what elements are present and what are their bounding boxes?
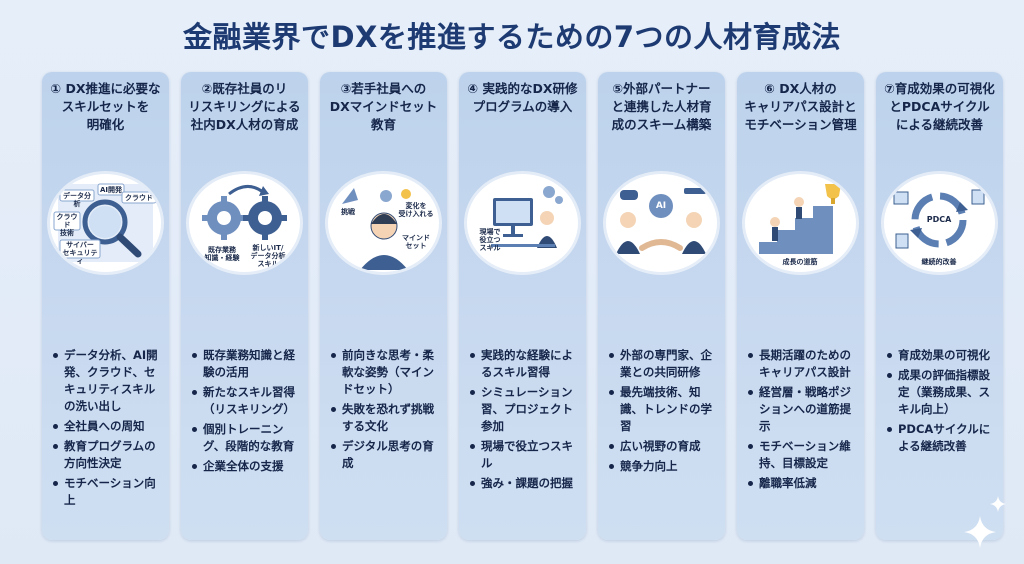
column-2: ②既存社員のリ リスキリングによる 社内DX人材の育成 既存業務 知識・経験: [181, 72, 308, 540]
list-item: 長期活躍のためのキャリアパス設計: [747, 347, 859, 381]
list-item: 広い視野の育成: [608, 438, 720, 455]
gears-icon: [202, 185, 287, 240]
label-continuous-improvement: 継続的改善: [921, 258, 957, 266]
label-cloud-tech: クラウド 技術: [56, 213, 78, 237]
label-accept-change: 変化を 受け入れる: [398, 202, 434, 218]
label-practical-skills: 現場で 役立つ スキル: [479, 228, 501, 252]
list-item: モチベーション維持、目標設定: [747, 438, 859, 472]
bullet-list: 外部の専門家、企業との共同研修 最先端技術、知識、トレンドの学習 広い視野の育成…: [608, 347, 720, 478]
label-growth-path: 成長の道筋: [782, 258, 818, 266]
training-illustration: 現場で 役立つ スキル: [467, 174, 578, 272]
column-heading: ④ 実践的なDX研修 プログラムの導入: [467, 81, 578, 114]
list-item: 個別トレーニング、段階的な教育: [191, 421, 303, 455]
label-pdca: PDCA: [926, 215, 952, 224]
list-item: 離職率低減: [747, 475, 859, 492]
list-item: 最先端技術、知識、トレンドの学習: [608, 384, 720, 435]
reskilling-illustration: 既存業務 知識・経験 新しいIT/ データ分析 スキル: [189, 174, 300, 272]
label-challenge: 挑戦: [341, 208, 355, 216]
columns-container: ① DX推進に必要な スキルセットを 明確化 データ分析 AI開発 クラウド ク…: [42, 72, 1003, 540]
column-5: ⑤外部パートナー と連携した人材育 成のスキーム構築 AI 外部の専門家、企業と…: [598, 72, 725, 540]
list-item: シミュレーション習、プロジェクト参加: [469, 384, 581, 435]
mindset-illustration: 挑戦 変化を 受け入れる マインド セット: [328, 174, 439, 272]
list-item: PDCAサイクルによる継続改善: [886, 421, 998, 455]
bullet-list: 実践的な経験によるスキル習得 シミュレーション習、プロジェクト参加 現場で役立つ…: [469, 347, 581, 495]
handshake-icon: [616, 188, 706, 254]
label-new-skills: 新しいIT/ データ分析 スキル: [250, 244, 286, 268]
list-item: 競争力向上: [608, 458, 720, 475]
bullet-list: 前向きな思考・柔軟な姿勢（マインドセット） 失敗を恐れず挑戦する文化 デジタル思…: [330, 347, 442, 475]
sparkle-icon: [964, 496, 1006, 548]
list-item: 企業全体の支援: [191, 458, 303, 475]
list-item: 実践的な経験によるスキル習得: [469, 347, 581, 381]
list-item: 経営層・戦略ポジションへの道筋提示: [747, 384, 859, 435]
column-heading: ③若手社員への DXマインドセット 教育: [329, 81, 438, 132]
label-existing-knowledge: 既存業務 知識・経験: [204, 246, 240, 262]
column-heading: ②既存社員のリ リスキリングによる 社内DX人材の育成: [188, 81, 301, 132]
magnifier-icon: [53, 183, 157, 262]
list-item: 前向きな思考・柔軟な姿勢（マインドセット）: [330, 347, 442, 398]
column-heading: ⑤外部パートナー と連携した人材育 成のスキーム構築: [611, 81, 712, 132]
stairs-trophy-icon: [759, 184, 841, 254]
column-1: ① DX推進に必要な スキルセットを 明確化 データ分析 AI開発 クラウド ク…: [42, 72, 169, 540]
label-mindset: マインド セット: [402, 234, 430, 250]
column-heading: ① DX推進に必要な スキルセットを 明確化: [50, 81, 161, 132]
label-ai: AI: [655, 201, 667, 211]
list-item: 失敗を恐れず挑戦する文化: [330, 401, 442, 435]
column-heading: ⑥ DX人材の キャリアパス設計と モチベーション管理: [744, 81, 857, 132]
column-heading: ⑦育成効果の可視化 とPDCAサイクル による継続改善: [884, 81, 995, 132]
pdca-illustration: PDCA 継続的改善: [884, 174, 995, 272]
bullet-list: データ分析、AI開発、クラウド、セキュリティスキルの洗い出し 全社員への周知 教…: [52, 347, 164, 512]
person-rocket-icon: [342, 188, 411, 270]
label-data-analysis: データ分析: [63, 192, 91, 208]
list-item: 外部の専門家、企業との共同研修: [608, 347, 720, 381]
list-item: 既存業務知識と経験の活用: [191, 347, 303, 381]
pdca-cycle-icon: [893, 189, 985, 249]
bullet-list: 長期活躍のためのキャリアパス設計 経営層・戦略ポジションへの道筋提示 モチベーシ…: [747, 347, 859, 495]
list-item: 教育プログラムの方向性決定: [52, 438, 164, 472]
column-7: ⑦育成効果の可視化 とPDCAサイクル による継続改善 PDCA 継続的改善 育…: [876, 72, 1003, 540]
column-4: ④ 実践的なDX研修 プログラムの導入 現場で 役立つ スキル 実践的な経験によ…: [459, 72, 586, 540]
label-cybersecurity: サイバー セキュリティ: [62, 241, 98, 265]
bullet-list: 育成効果の可視化 成果の評価指標設定（業務成果、スキル向上） PDCAサイクルに…: [886, 347, 998, 458]
list-item: 成果の評価指標設定（業務成果、スキル向上）: [886, 367, 998, 418]
list-item: 全社員への周知: [52, 418, 164, 435]
column-6: ⑥ DX人材の キャリアパス設計と モチベーション管理 成長の道筋 長期活躍のた…: [737, 72, 864, 540]
list-item: デジタル思考の育成: [330, 438, 442, 472]
bullet-list: 既存業務知識と経験の活用 新たなスキル習得（リスキリング） 個別トレーニング、段…: [191, 347, 303, 478]
computer-worker-icon: [491, 186, 563, 248]
partner-illustration: AI: [606, 174, 717, 272]
list-item: 新たなスキル習得（リスキリング）: [191, 384, 303, 418]
list-item: モチベーション向上: [52, 475, 164, 509]
skillset-illustration: データ分析 AI開発 クラウド クラウド 技術 サイバー セキュリティ: [50, 174, 161, 272]
label-cloud: クラウド: [125, 194, 153, 202]
list-item: データ分析、AI開発、クラウド、セキュリティスキルの洗い出し: [52, 347, 164, 415]
label-ai-dev: AI開発: [99, 186, 123, 194]
list-item: 育成効果の可視化: [886, 347, 998, 364]
column-3: ③若手社員への DXマインドセット 教育 挑戦 変化を 受け入れる マインド セ…: [320, 72, 447, 540]
career-illustration: 成長の道筋: [745, 174, 856, 272]
page-title: 金融業界でDXを推進するための7つの人材育成法: [182, 20, 842, 54]
list-item: 現場で役立つスキル: [469, 438, 581, 472]
list-item: 強み・課題の把握: [469, 475, 581, 492]
